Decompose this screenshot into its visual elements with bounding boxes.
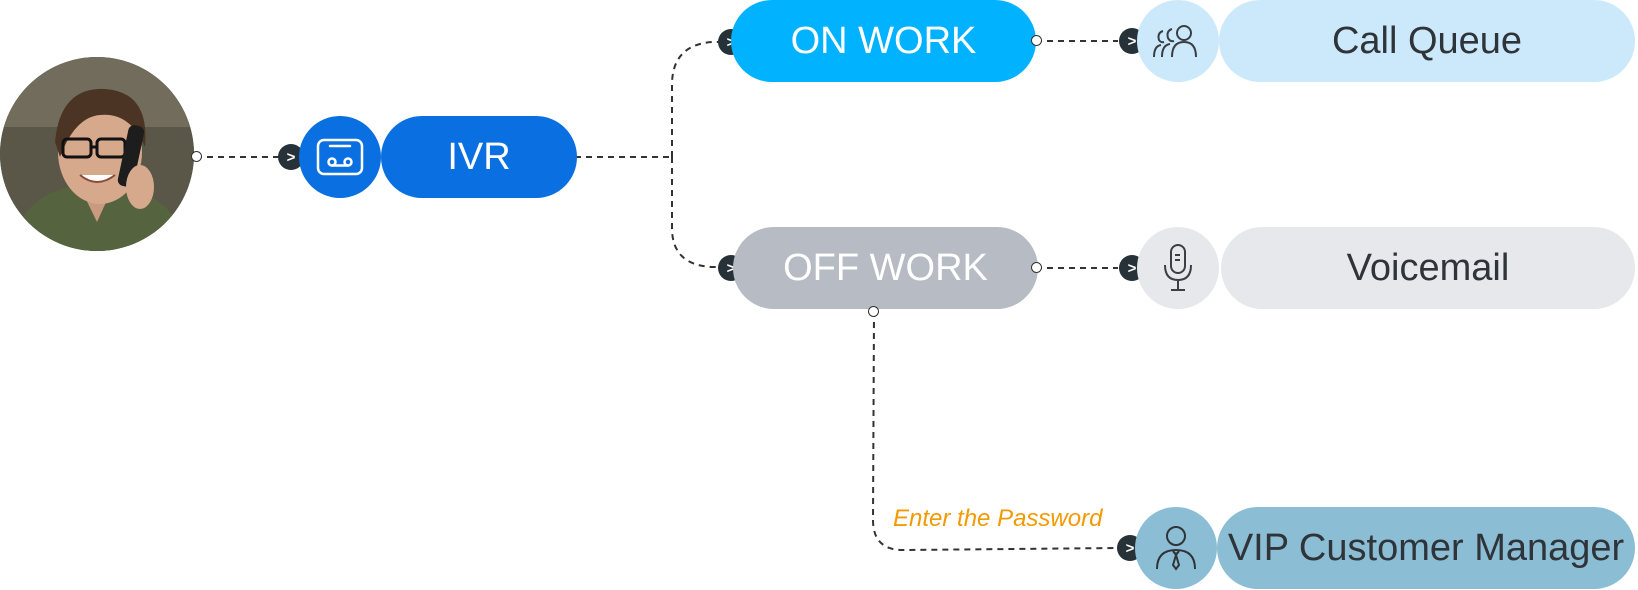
off-work-node[interactable]: OFF WORK	[733, 227, 1038, 309]
call-queue-node[interactable]: Call Queue	[1219, 0, 1635, 82]
vip-icon-circle[interactable]	[1135, 507, 1217, 589]
vip-label: VIP Customer Manager	[1227, 526, 1625, 569]
voicemail-node[interactable]: Voicemail	[1221, 227, 1635, 309]
ivr-icon-circle[interactable]	[299, 116, 381, 198]
voicemail-tape-icon	[316, 138, 364, 176]
voicemail-icon-circle[interactable]	[1137, 227, 1219, 309]
ivr-label: IVR	[447, 135, 511, 178]
vip-node[interactable]: VIP Customer Manager	[1217, 507, 1635, 589]
on-work-output-port	[1031, 35, 1042, 46]
call-queue-label: Call Queue	[1331, 19, 1523, 62]
off-work-to-vip-line	[871, 310, 1119, 552]
off-work-output-port	[1031, 262, 1042, 273]
caller-output-port	[191, 151, 202, 162]
on-work-label: ON WORK	[790, 19, 977, 62]
group-icon	[1153, 25, 1197, 58]
microphone-icon	[1164, 244, 1192, 291]
off-work-bottom-port	[868, 306, 879, 317]
password-edge-label: Enter the Password	[893, 505, 1103, 532]
off-work-label: OFF WORK	[783, 246, 988, 289]
person-tie-icon	[1156, 526, 1196, 571]
branch-on-work-line	[671, 41, 720, 157]
ivr-node[interactable]: IVR	[381, 116, 577, 198]
voicemail-label: Voicemail	[1346, 246, 1510, 289]
caller-photo	[0, 57, 194, 251]
call-queue-icon-circle[interactable]	[1137, 0, 1219, 82]
branch-off-work-line	[671, 157, 720, 268]
on-work-node[interactable]: ON WORK	[731, 0, 1036, 82]
